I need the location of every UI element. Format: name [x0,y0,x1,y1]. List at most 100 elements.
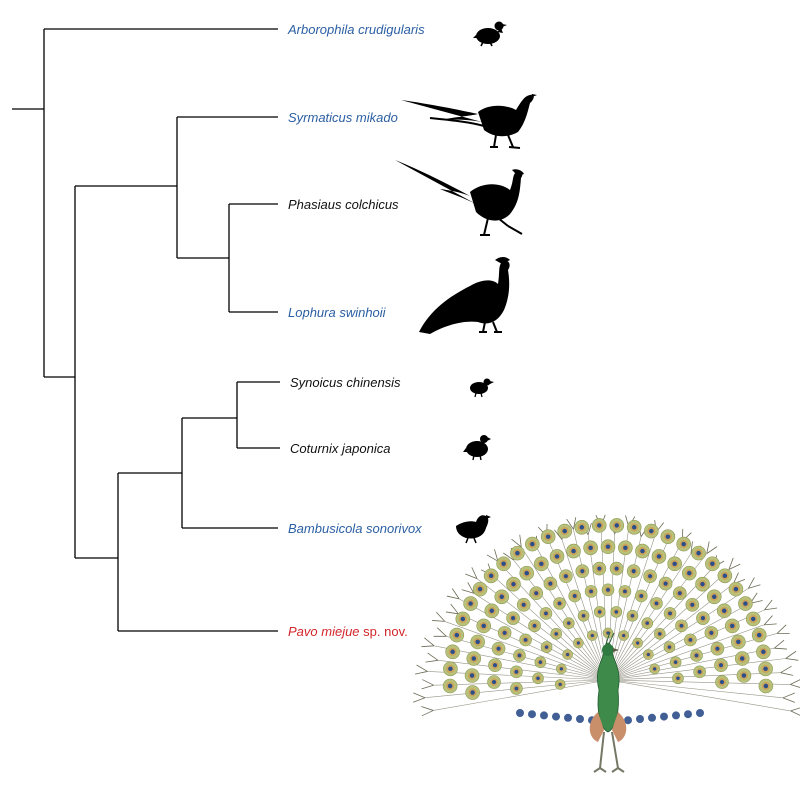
feather-eye-core [460,616,466,622]
peacock-beak [613,648,619,652]
feather-eye-core [523,637,528,642]
taxon-label-coturnix: Coturnix japonica [290,441,390,456]
peacock-head [602,644,614,656]
feather-tip [425,652,439,663]
feather-eye-core [501,561,506,566]
feather-tip [780,665,794,676]
feather-tip [413,692,426,703]
feather-eye-core [510,616,516,621]
feather-eye-core [696,550,701,556]
feather-shaft [607,679,791,712]
feather-eye-core [665,534,671,539]
feather-eye-core [554,554,560,559]
feather-eye-core [639,594,644,598]
peacock-crest [605,631,615,645]
peacock-feather-eyes [442,518,774,726]
feather-eye-core [672,561,677,567]
feather-eye-core [545,534,551,539]
taxon-suffix: sp. nov. [360,624,408,639]
feather-eye-lower [672,711,680,720]
feather-eye-core [532,623,537,628]
feather-eye-core [631,525,637,530]
feather-eye-core [681,541,686,547]
feather-eye-core [614,523,620,528]
peacock-torso [596,642,620,733]
feather-eye-core [562,528,567,534]
feather-tip [486,549,499,562]
feather-eye-core [739,656,745,661]
feather-eye-core [515,550,520,556]
feather-tip [785,650,799,661]
feather-eye-core [563,574,568,579]
partridge-silhouette-icon [473,21,507,47]
feather-eye-core [536,676,540,681]
taxon-label-synoicus: Synoicus chinensis [290,375,401,390]
feather-eye-core [649,528,654,534]
feather-tip [511,534,522,548]
feather-eye-core [750,616,756,622]
feather-eye-core [588,545,593,551]
feather-eye-core [640,548,645,554]
taxon-label-bambusicola: Bambusicola sonorivox [288,521,422,536]
feather-shaft [561,539,609,681]
feather-eye-core [576,641,580,645]
feather-tip [446,588,460,600]
taxon-label-arborophila: Arborophila crudigularis [287,22,425,37]
feather-eye-core [743,601,748,606]
tree-branches [12,28,280,632]
feather-eye-core [492,663,498,668]
feather-tip [432,611,446,622]
feather-eye-core [539,561,544,567]
feather-eye-core [673,660,678,664]
feather-eye-core [756,632,762,638]
feather-eye-core [514,686,519,691]
feather-eye-lower [528,710,536,719]
feather-eye-lower [516,709,524,717]
feather-eye-lower [696,709,704,717]
feather-eye-core [477,586,483,592]
taxon-name: Synoicus chinensis [290,375,401,390]
feather-shaft [438,660,609,681]
feather-eye-core [544,611,548,616]
taxon-name: Bambusicola sonorivox [288,521,422,536]
feather-shaft [459,598,609,681]
feather-eye-core [606,631,610,635]
feather-shaft [536,547,609,681]
feather-tip [776,624,790,634]
feather-eye-core [761,649,766,655]
feather-eye-core [511,581,516,587]
feather-eye-core [715,646,720,651]
feather-eye-core [488,573,494,579]
feather-eye-core [590,633,594,638]
feather-eye-core [447,683,453,689]
feather-eye-core [676,676,680,681]
feather-eye-core [521,602,526,607]
taxon-name: Coturnix japonica [290,441,390,456]
feather-tip [421,637,435,648]
feather-tip [728,557,741,570]
bird-silhouettes [395,21,537,544]
feather-shaft [607,532,657,681]
feather-tip [421,706,434,717]
feather-eye-core [697,669,702,674]
feather-eye-core [567,621,571,625]
feather-shaft [513,559,609,681]
taxon-name: Syrmaticus mikado [288,110,398,125]
feather-eye-core [690,602,695,607]
feather-eye-core [496,646,501,651]
feather-eye-core [656,554,662,559]
feather-tip [461,582,475,594]
feather-eye-core [524,570,529,576]
feather-eye-core [559,667,563,671]
feather-eye-lower [648,713,656,722]
feather-eye-core [605,544,611,549]
quail-silhouette-icon [463,435,491,461]
feather-eye-lower [624,716,632,725]
feather-shaft [434,645,609,681]
feather-eye-core [448,666,453,672]
feather-eye-core [730,623,735,629]
feather-shaft [607,624,765,681]
feather-eye-core [622,633,626,638]
feather-eye-core [581,613,586,618]
feather-eye-core [489,608,495,614]
